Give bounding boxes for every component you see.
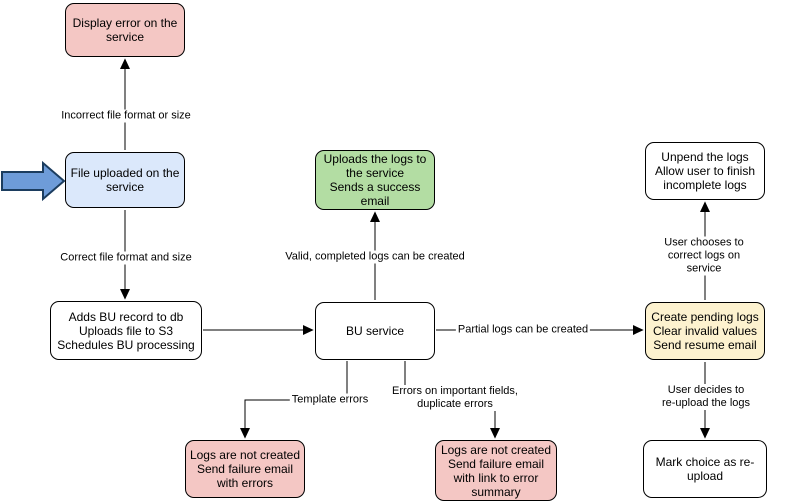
node-create-pending-logs: Create pending logs Clear invalid values…: [645, 302, 765, 360]
node-adds-bu-record: Adds BU record to db Uploads file to S3 …: [50, 301, 202, 360]
edge-label-correct-file: Correct file format and size: [58, 251, 194, 265]
node-bu-service: BU service: [315, 302, 435, 360]
edge-label-user-corrects: User chooses to correct logs on service: [655, 236, 753, 276]
node-fail-email-errors: Logs are not created Send failure email …: [185, 440, 305, 498]
edge-label-incorrect-file: Incorrect file format or size: [59, 109, 193, 123]
edge-label-template-errors: Template errors: [289, 393, 371, 407]
node-display-error: Display error on the service: [65, 3, 185, 57]
edge-label-user-reuploads: User decides to re-upload the logs: [658, 384, 754, 410]
node-file-uploaded: File uploaded on the service: [65, 152, 185, 208]
edge-label-valid-logs: Valid, completed logs can be created: [283, 250, 467, 264]
thick-right-arrow-icon: [1, 160, 66, 202]
node-uploads-logs-success: Uploads the logs to the service Sends a …: [315, 150, 435, 210]
node-mark-reupload: Mark choice as re- upload: [643, 440, 767, 498]
edge-label-field-errors: Errors on important fields, duplicate er…: [390, 385, 520, 411]
edge-label-partial-logs: Partial logs can be created: [455, 323, 591, 337]
node-unpend-logs: Unpend the logs Allow user to finish inc…: [645, 142, 765, 200]
node-fail-email-summary: Logs are not created Send failure email …: [435, 440, 557, 501]
